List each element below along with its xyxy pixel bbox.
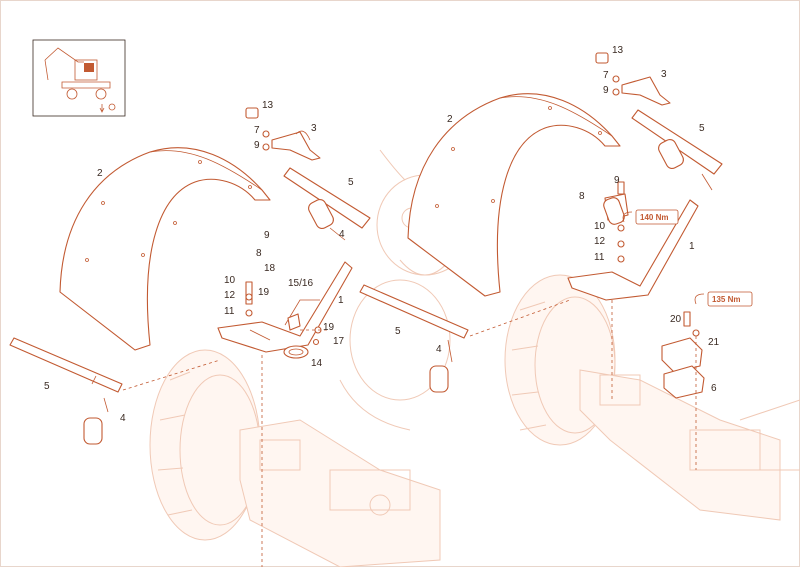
- right-fender: [407, 93, 621, 297]
- part-label-right: 20: [670, 314, 682, 325]
- part-label-right: 4: [436, 344, 442, 355]
- part-label-left: 15/16: [288, 278, 313, 289]
- torque-value-left: 140 Nm: [640, 213, 668, 222]
- part-label-left: 5: [348, 177, 354, 188]
- part-label-left: 3: [311, 123, 317, 134]
- part-label-left: 9: [264, 230, 270, 241]
- part-label-left: 4: [339, 229, 345, 240]
- part-label-right: 7: [603, 70, 609, 81]
- part-label-right: 11: [594, 252, 605, 263]
- part-label-right: 10: [594, 221, 606, 232]
- machine-thumbnail: [32, 39, 126, 117]
- part-label-left: 9: [254, 140, 260, 151]
- part-label-right: 2: [447, 114, 453, 125]
- part-label-left: 13: [262, 100, 274, 111]
- part-label-right: 1: [689, 241, 695, 252]
- torque-callout-left: 140 Nm: [622, 209, 679, 225]
- part-label-left: 1: [338, 295, 344, 306]
- part-label-right: 12: [594, 236, 606, 247]
- part-label-left: 8: [256, 248, 262, 259]
- part-label-right: 9: [603, 85, 609, 96]
- part-label-left: 19: [258, 287, 270, 298]
- ghost-left-axle: [149, 349, 441, 567]
- left-fender-assembly: [9, 107, 371, 567]
- part-label-left: 10: [224, 275, 236, 286]
- part-label-right: 8: [579, 191, 585, 202]
- part-label-right: 21: [708, 337, 720, 348]
- part-label-left: 4: [120, 413, 126, 424]
- part-label-right: 9: [614, 175, 620, 186]
- part-label-right: 3: [661, 69, 667, 80]
- left-fender: [59, 147, 271, 351]
- part-label-left: 18: [264, 263, 276, 274]
- part-label-left: 17: [333, 336, 345, 347]
- part-label-left: 12: [224, 290, 236, 301]
- part-label-right: 6: [711, 383, 717, 394]
- part-label-left: 5: [44, 381, 50, 392]
- part-label-right: 5: [699, 123, 705, 134]
- part-label-left: 2: [97, 168, 103, 179]
- right-fender-assembly: [359, 52, 723, 470]
- part-label-left: 19: [323, 322, 335, 333]
- ghost-right-axle: [504, 274, 800, 521]
- part-label-right: 13: [612, 45, 624, 56]
- part-label-left: 14: [311, 358, 323, 369]
- torque-value-right: 135 Nm: [712, 295, 740, 304]
- part-label-right: 5: [395, 326, 401, 337]
- torque-callout-right: 135 Nm: [694, 291, 753, 307]
- part-label-left: 11: [224, 306, 235, 317]
- part-label-left: 7: [254, 125, 260, 136]
